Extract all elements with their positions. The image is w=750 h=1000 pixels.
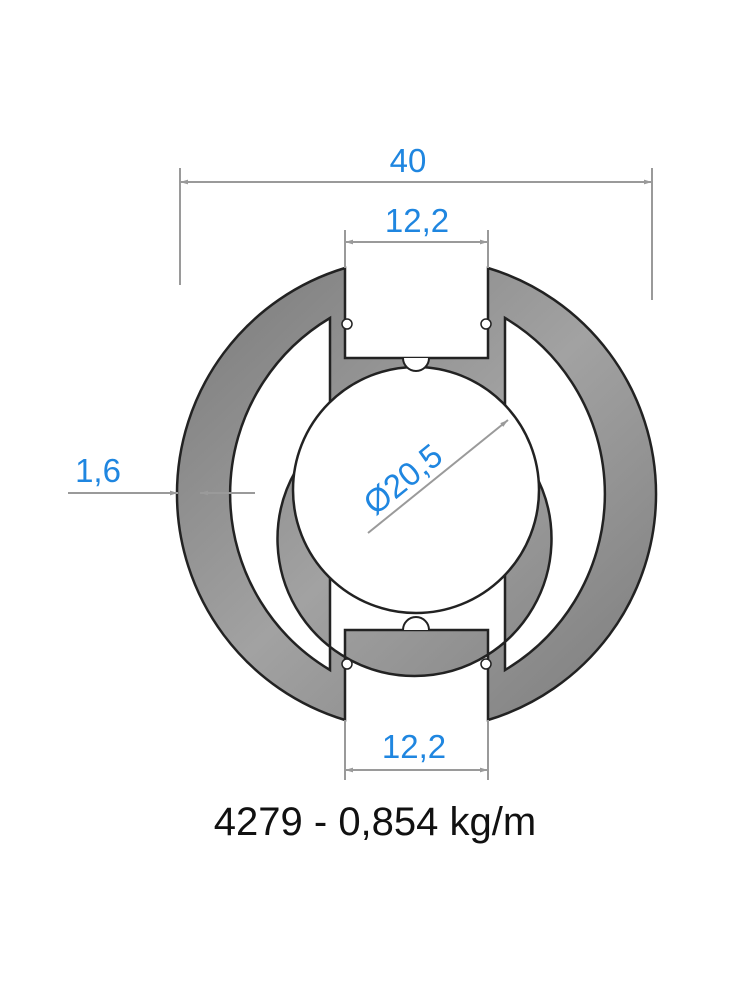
bottom-slot-dimension — [344, 720, 489, 780]
wall-thickness-label: 1,6 — [75, 452, 121, 489]
slot-groove — [480, 318, 492, 330]
slot-groove — [341, 658, 353, 670]
top-slot-notch — [402, 357, 430, 372]
slot-groove — [480, 658, 492, 670]
overall-width-label: 40 — [390, 142, 427, 179]
bottom-slot-notch — [402, 616, 430, 631]
slot-groove — [341, 318, 353, 330]
profile-caption: 4279 - 0,854 kg/m — [213, 800, 537, 844]
bore-diameter-line — [367, 419, 509, 534]
top-slot-label: 12,2 — [385, 202, 449, 239]
top-slot-dimension — [344, 230, 489, 268]
overall-width-dimension — [179, 168, 653, 300]
bottom-slot-label: 12,2 — [382, 728, 446, 765]
